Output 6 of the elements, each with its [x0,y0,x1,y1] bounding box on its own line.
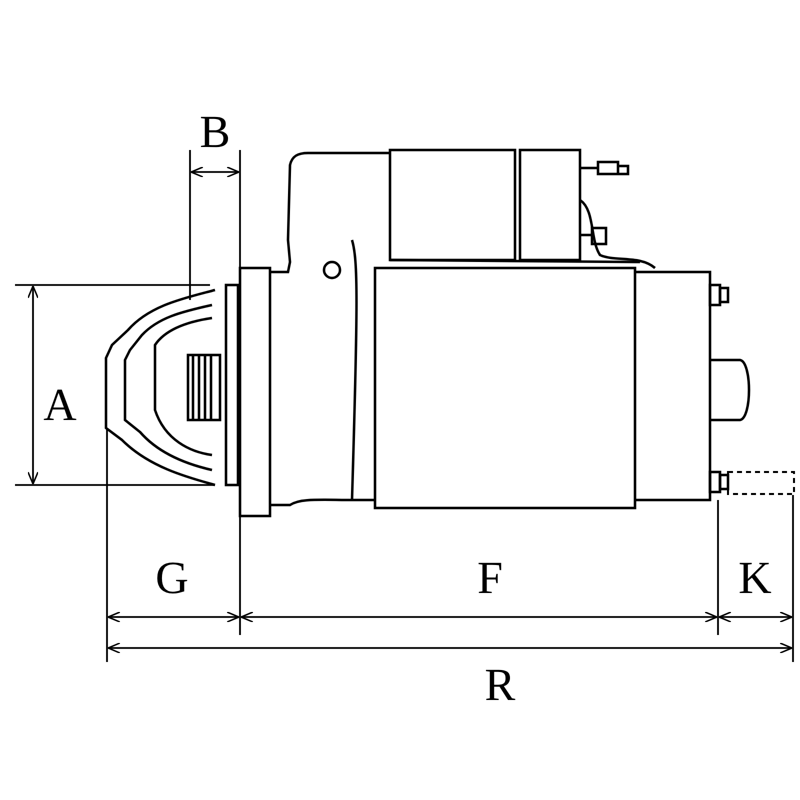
dimension-label: K [738,555,772,601]
dimension-label: R [484,662,516,708]
dimension-label: F [477,555,503,601]
dimension-label: A [43,382,77,428]
dimension-label: B [200,109,230,155]
dimension-label: G [155,555,189,601]
